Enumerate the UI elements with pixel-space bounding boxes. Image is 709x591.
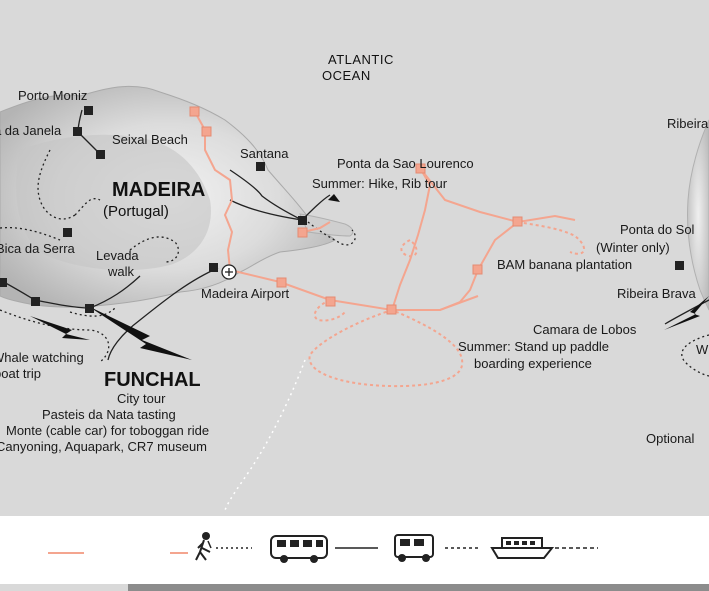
marker-east [298,216,307,225]
label-w-right: W [696,342,709,357]
boat-routes [308,221,585,388]
main-route [194,111,576,311]
place-markers [0,106,684,313]
label-ponta-do-sol-note: (Winter only) [596,240,670,255]
label-bam-banana: BAM banana plantation [497,257,632,272]
marker-bam [675,261,684,270]
right-island-shape [687,119,709,311]
city-activity-4: Canyoning, Aquapark, CR7 museum [0,439,207,454]
label-camara-note1: Summer: Stand up paddle [458,339,609,354]
label-whale-note: boat trip [0,366,41,381]
label-ponta-sao-lourenco-note: Summer: Hike, Rib tour [312,176,448,191]
marker-airport [209,263,218,272]
plane-small-icon [328,194,340,202]
marker-santana [256,162,265,171]
label-camara-note2: boarding experience [474,356,592,371]
label-ribeira-da-janela: Ribeira da Janela [0,123,62,138]
island-name: MADEIRA [112,179,205,201]
legend-jeep-icon [394,534,478,562]
legend [0,516,709,591]
route-stops [189,106,523,315]
city-activity-1: City tour [117,391,166,406]
flight-arrow-small [30,316,90,340]
label-camara-de-lobos: Camara de Lobos [533,322,637,337]
legend-boat-icon [490,537,598,559]
marker-ribeira-da-janela [73,127,82,136]
legend-hiker-icon [170,532,252,561]
label-ponta-sao-lourenco: Ponta da Sao Lourenco [337,156,474,171]
label-whale-watching: Whale watching [0,350,84,365]
label-bica-da-serra: Bica da Serra [0,241,76,256]
marker-seixal [96,150,105,159]
label-ponta-do-sol: Ponta do Sol [620,222,695,237]
island-country: (Portugal) [103,203,169,220]
label-seixal-beach: Seixal Beach [112,132,188,147]
legend-bus-icon [270,535,378,563]
label-santana: Santana [240,146,289,161]
label-ribeira-brava: Ribeira Brava [617,286,697,301]
marker-calheta [31,297,40,306]
city-activity-3: Monte (cable car) for toboggan ride [6,423,209,438]
ocean-label-line2: OCEAN [322,68,371,83]
label-porto-moniz: Porto Moniz [18,88,87,103]
label-madeira-airport: Madeira Airport [201,286,290,301]
city-activity-2: Pasteis da Nata tasting [42,407,176,422]
ocean-label-line1: ATLANTIC [328,52,394,67]
airport-icon [221,264,237,280]
marker-bica [63,228,72,237]
label-levada-note: walk [107,264,135,279]
city-name: FUNCHAL [104,369,201,391]
label-ribeira-brava-top: Ribeira Brava [667,116,709,131]
flight-arrow [88,306,192,360]
marker-funchal [85,304,94,313]
label-levada: Levada [96,248,139,263]
marker-porto-moniz [84,106,93,115]
marker-west [0,278,7,287]
label-optional: Optional [646,431,695,446]
